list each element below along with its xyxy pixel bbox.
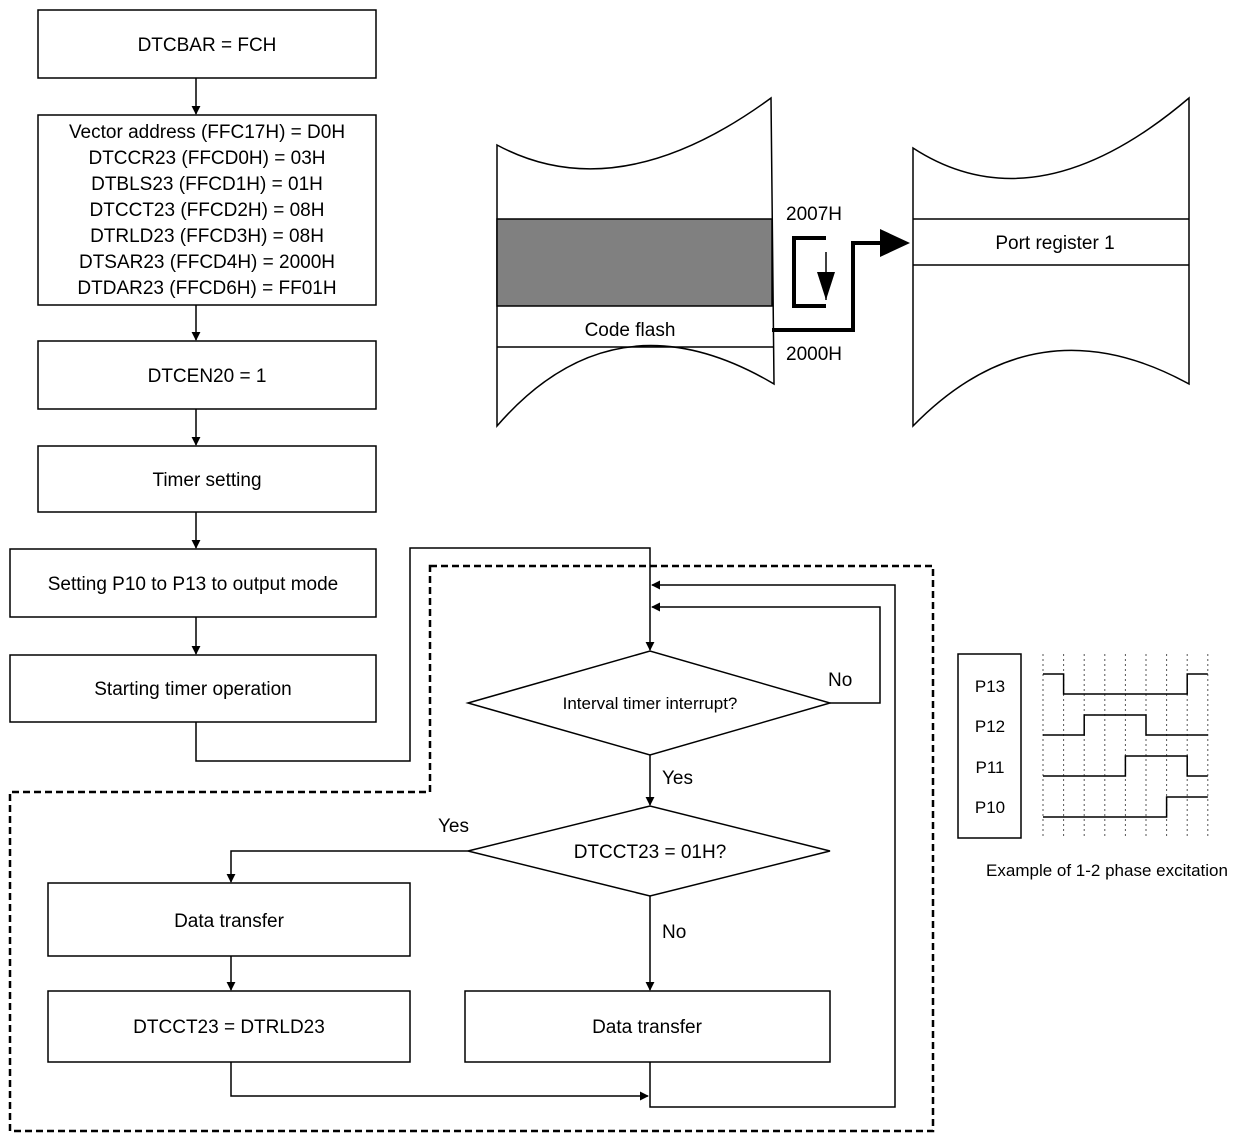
data-transfer-box-2: [464, 990, 831, 1063]
signal-label-p11: P11: [976, 758, 1005, 777]
timer-setting-label: Timer setting: [152, 470, 261, 491]
dtcbar-box: [37, 9, 377, 79]
data-transfer-label-2: Data transfer: [592, 1017, 702, 1038]
transfer-path-arrowhead: [880, 229, 910, 257]
start-timer-box: [9, 654, 377, 723]
setting-dtrld23: DTRLD23 (FFCD3H) = 08H: [90, 226, 324, 247]
setting-vector: Vector address (FFC17H) = D0H: [69, 122, 345, 143]
arrow-yes-left: [226, 850, 468, 883]
setting-dtbls23: DTBLS23 (FFCD1H) = 01H: [91, 174, 323, 195]
count-decision-label: DTCCT23 = 01H?: [574, 842, 727, 863]
excitation-waveform: P13 P12 P11 P10 Example of 1-2 phase exc…: [957, 653, 1228, 880]
dtcbar-label: DTCBAR = FCH: [138, 35, 277, 56]
address-increment-arrowhead: [817, 272, 835, 300]
addr-end-label: 2007H: [786, 204, 842, 225]
init-flow: DTCBAR = FCH Vector address (FFC17H) = D…: [9, 9, 655, 762]
count-decision: [467, 805, 831, 897]
no-loop-back: [651, 602, 881, 704]
port-setting-box: [9, 548, 377, 618]
no-label-1: No: [828, 670, 852, 691]
setting-dtsar23: DTSAR23 (FFCD4H) = 2000H: [79, 252, 335, 273]
setting-dtccr23: DTCCR23 (FFCD0H) = 03H: [88, 148, 325, 169]
waveform-traces: [1043, 673, 1208, 818]
dtcen-label: DTCEN20 = 1: [148, 366, 267, 387]
dtcen-box: [37, 340, 377, 410]
waveform-grid: [1042, 654, 1209, 838]
start-timer-label: Starting timer operation: [94, 679, 292, 700]
addr-start-label: 2000H: [786, 344, 842, 365]
address-increment-bracket: [792, 236, 826, 308]
port-setting-label: Setting P10 to P13 to output mode: [48, 574, 338, 595]
no-label-2: No: [662, 922, 686, 943]
transfer-data-block: [496, 218, 773, 307]
interrupt-flow: Interval timer interrupt? No Yes DTCCT23…: [47, 580, 896, 1108]
sfr-memory: [912, 96, 1190, 428]
timer-setting-box: [37, 445, 377, 513]
reload-label: DTCCT23 = DTRLD23: [133, 1017, 325, 1038]
interrupt-routine-boundary: [8, 564, 935, 1133]
setting-dtdar23: DTDAR23 (FFCD6H) = FF01H: [77, 278, 336, 299]
transfer-path: [772, 241, 885, 332]
signal-label-p10: P10: [975, 798, 1005, 817]
reload-box: [47, 990, 411, 1063]
signal-label-p12: P12: [975, 717, 1005, 736]
waveform-p13: [1043, 673, 1208, 695]
waveform-caption: Example of 1-2 phase excitation: [986, 861, 1228, 880]
waveform-p12: [1043, 714, 1208, 736]
arrow-merge: [230, 1062, 649, 1101]
dtc-settings-box: [37, 114, 377, 306]
yes-label-2: Yes: [438, 816, 469, 837]
signal-label-p13: P13: [975, 677, 1005, 696]
data-transfer-box-1: [47, 882, 411, 957]
memory-map: Code flash 2007H 2000H Port register 1: [496, 96, 1190, 429]
interval-decision-label: Interval timer interrupt?: [563, 694, 738, 713]
port-register-label: Port register 1: [995, 233, 1114, 254]
code-flash-label: Code flash: [585, 320, 676, 341]
signal-label-box: [957, 653, 1022, 839]
waveform-p10: [1043, 796, 1208, 818]
data-transfer-label-1: Data transfer: [174, 911, 284, 932]
return-loop: [649, 580, 896, 1108]
waveform-p11: [1043, 755, 1208, 777]
setting-dtcct23: DTCCT23 (FFCD2H) = 08H: [90, 200, 325, 221]
yes-label-1: Yes: [662, 768, 693, 789]
